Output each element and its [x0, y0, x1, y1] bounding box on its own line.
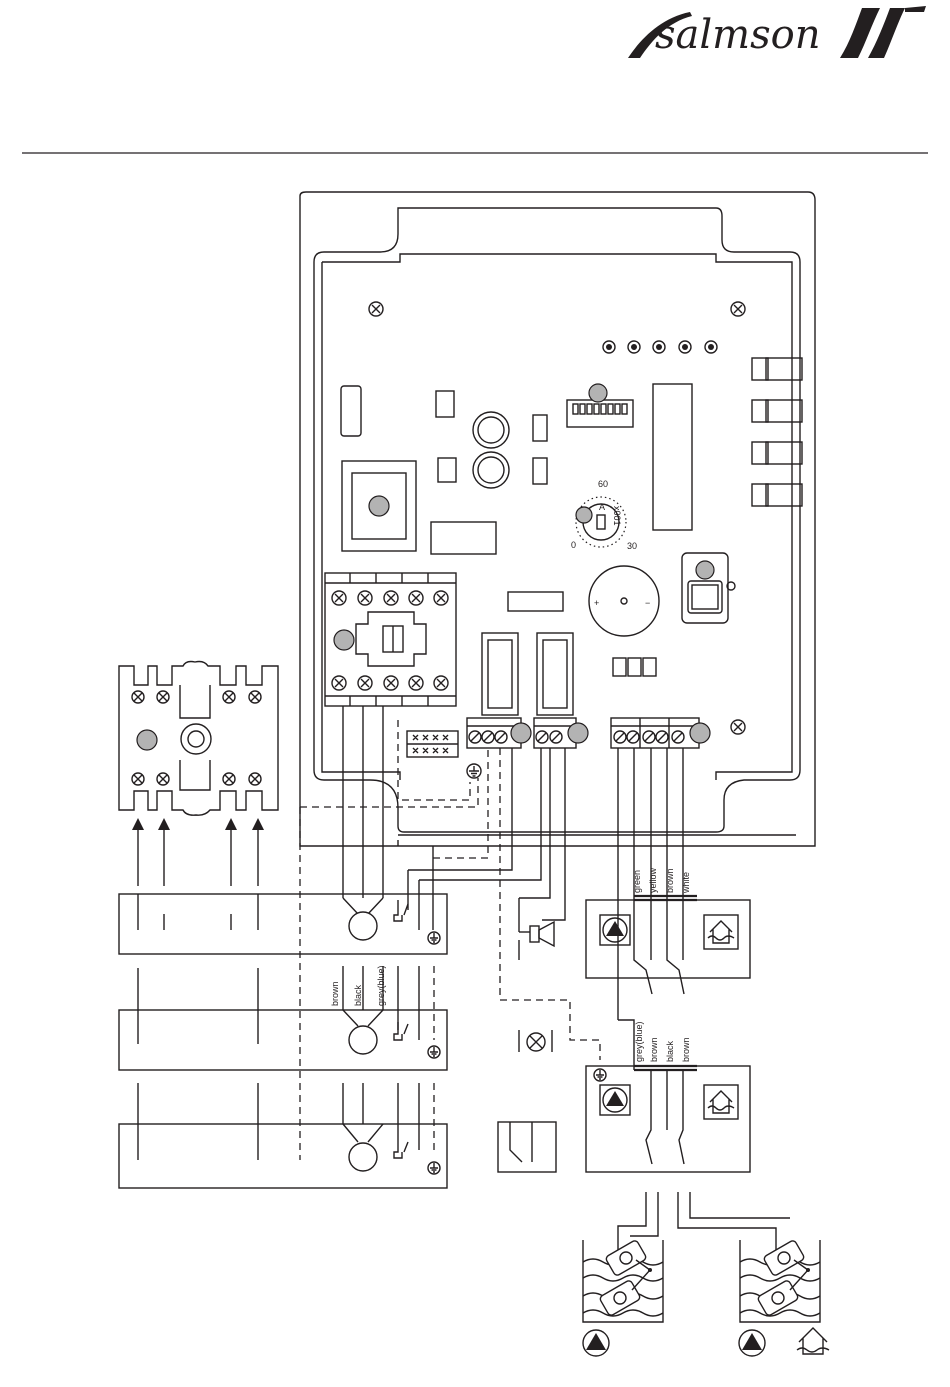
- terminal-block-2: [534, 718, 588, 748]
- cable-label: grey(blue): [376, 965, 386, 1006]
- dip-switch: [567, 384, 633, 427]
- logo-text: salmson: [655, 12, 820, 58]
- tank-cables: [618, 1192, 790, 1252]
- timer-scale-left: 0: [571, 540, 576, 550]
- terminal-block-small: [407, 731, 458, 757]
- external-switch: [498, 1122, 556, 1172]
- contactor: [325, 573, 456, 706]
- fuse-holder: [341, 386, 361, 436]
- transformer: [342, 461, 416, 551]
- wire-label: grey(blue): [634, 1021, 644, 1062]
- cable-label: black: [353, 984, 363, 1006]
- terminal-block-1: [467, 718, 531, 748]
- wire-label: brown: [681, 1037, 691, 1062]
- component: [613, 658, 656, 676]
- buzzer-plus: +: [594, 598, 599, 608]
- wire-label: black: [665, 1040, 675, 1062]
- wire-label: brown: [649, 1037, 659, 1062]
- pump-icon: [600, 1085, 630, 1115]
- earth-ground-icon: [428, 1162, 440, 1174]
- wire-label: brown: [665, 868, 675, 893]
- cable-label: brown: [330, 981, 340, 1006]
- screw-icon: [731, 720, 745, 734]
- sump-tank-left: [583, 1239, 663, 1322]
- buzzer-minus: −: [645, 598, 650, 608]
- led-row: [603, 341, 717, 353]
- supply-arrows: [132, 818, 264, 886]
- high-water-alarm-icon: [704, 1085, 738, 1119]
- wire-label: yellow: [648, 867, 658, 893]
- pump-box-1-to-2-wires: brown black grey(blue): [138, 965, 434, 1040]
- component: [438, 458, 456, 482]
- lamp-icon: [519, 1030, 552, 1052]
- sump-tank-right: [740, 1239, 820, 1322]
- pump-icon: [600, 915, 630, 945]
- motor-protection-switch: [682, 553, 735, 623]
- earth-ground-icon: [467, 764, 481, 778]
- float-switch-icon: [757, 1239, 810, 1316]
- capacitor: [473, 412, 509, 448]
- component: [436, 391, 454, 417]
- component: [431, 522, 496, 554]
- timer-dial: 60 0 30 A x001: [571, 479, 637, 551]
- component: [533, 415, 547, 441]
- pump-icon: [739, 1330, 765, 1356]
- timer-unit-b: x001: [612, 506, 622, 526]
- float-switch-box-1-wire-labels: green yellow brown white: [632, 867, 691, 894]
- motor-wires: [343, 706, 383, 898]
- screw-icon: [731, 302, 745, 316]
- earth-ground-icon: [594, 1069, 606, 1081]
- screw-icon: [369, 302, 383, 316]
- high-water-alarm-icon: [797, 1328, 829, 1354]
- salmson-logo: salmson: [628, 6, 926, 58]
- component: [508, 592, 563, 611]
- pump-icon: [583, 1330, 609, 1356]
- terminal-block-3: [611, 718, 710, 748]
- component: [533, 458, 547, 484]
- float-switch-box-2-wire-labels: grey(blue) brown black brown: [634, 1021, 691, 1062]
- timer-scale-right: 30: [627, 541, 637, 551]
- earth-ground-icon: [428, 932, 440, 944]
- timer-scale-top: 60: [598, 479, 608, 489]
- earth-ground-icon: [428, 1046, 440, 1058]
- pump-box-2-to-3-wires: [138, 1083, 434, 1150]
- wire-label: green: [632, 870, 642, 893]
- cable-glands: [752, 358, 802, 506]
- horn-icon: [519, 922, 554, 960]
- capacitor: [473, 452, 509, 488]
- connector-strip: [653, 384, 692, 530]
- float-switch-box-1: [586, 896, 750, 994]
- timer-unit-a: A: [599, 502, 605, 512]
- float-switch-box-2: [586, 1066, 750, 1172]
- pump-box-1: [119, 894, 447, 954]
- buzzer: + −: [589, 566, 659, 636]
- high-water-alarm-icon: [704, 915, 738, 949]
- wire-label: white: [681, 872, 691, 894]
- main-switch: [119, 662, 278, 816]
